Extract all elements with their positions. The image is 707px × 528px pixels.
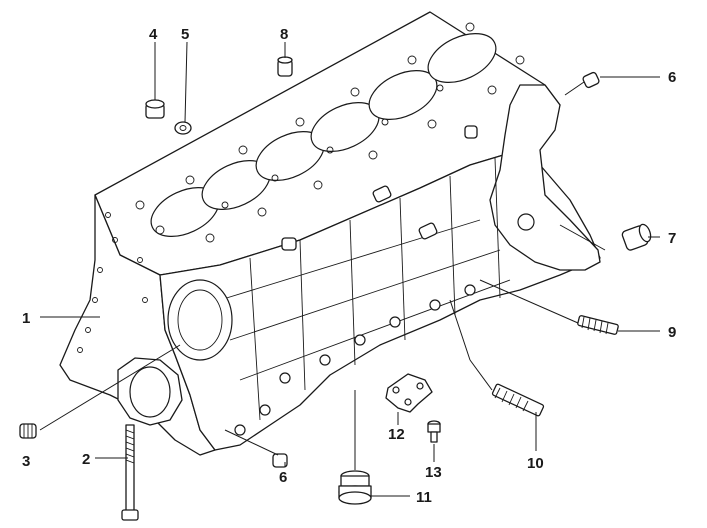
callout-6-bottom: 6 <box>279 469 287 486</box>
bolt-2 <box>121 424 139 521</box>
callout-9: 9 <box>668 324 676 341</box>
callout-labels: 1 2 3 4 5 6 6 7 8 9 10 11 12 13 <box>22 26 676 506</box>
plug-4 <box>145 99 165 119</box>
callout-5: 5 <box>181 26 189 43</box>
stud-10 <box>491 383 545 417</box>
plug-11 <box>338 470 372 505</box>
callout-6-top: 6 <box>668 69 676 86</box>
sleeve-6-top <box>582 71 600 89</box>
callout-8: 8 <box>280 26 288 43</box>
callout-10: 10 <box>527 455 544 472</box>
engine-block <box>59 11 601 456</box>
leader-lines <box>39 41 660 497</box>
callout-1: 1 <box>22 310 30 327</box>
callout-2: 2 <box>82 451 90 468</box>
callout-4: 4 <box>149 26 158 43</box>
sleeve-8 <box>277 56 293 77</box>
sleeve-7 <box>621 223 652 251</box>
stud-9 <box>577 315 619 335</box>
washer-5 <box>174 121 192 135</box>
callout-3: 3 <box>22 453 30 470</box>
loose-parts <box>19 56 652 521</box>
callout-11: 11 <box>416 489 432 506</box>
callout-13: 13 <box>425 464 442 481</box>
callout-7: 7 <box>668 230 676 247</box>
flange-12 <box>385 373 433 413</box>
callout-12: 12 <box>388 426 405 443</box>
sleeve-6-bottom <box>272 453 288 468</box>
bolt-13 <box>427 420 441 443</box>
plug-3 <box>19 423 37 439</box>
